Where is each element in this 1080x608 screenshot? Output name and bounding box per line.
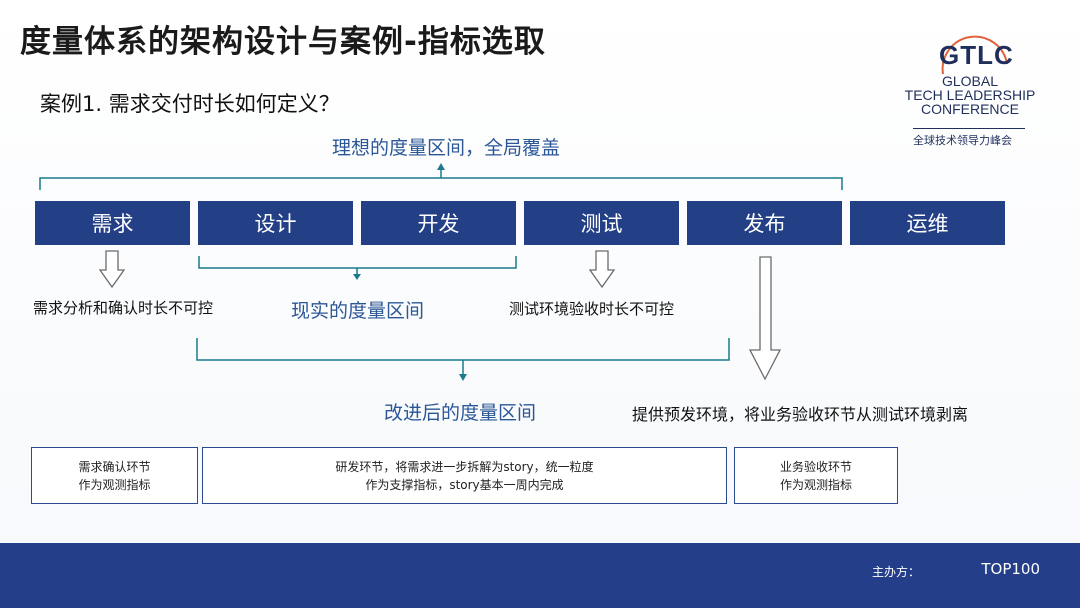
box-business-acceptance: 业务验收环节 作为观测指标 bbox=[734, 447, 898, 504]
logo-line-conference: CONFERENCE bbox=[920, 101, 1019, 117]
box-rnd: 研发环节，将需求进一步拆解为story，统一粒度 作为支撑指标，story基本一… bbox=[202, 447, 727, 504]
req-down-arrow-icon bbox=[98, 250, 126, 289]
box-rnd-line1: 研发环节，将需求进一步拆解为story，统一粒度 bbox=[335, 459, 594, 474]
host-label: 主办方： bbox=[871, 565, 920, 579]
stage-testing: 测试 bbox=[524, 201, 679, 245]
note-release: 提供预发环境，将业务验收环节从测试环境剥离 bbox=[632, 405, 969, 424]
footer-bar: 主办方： TOP100 bbox=[0, 543, 1080, 608]
logo-gtlc-text: GTLC bbox=[939, 40, 1014, 70]
real-bracket bbox=[198, 256, 517, 276]
host-name: TOP100 bbox=[981, 560, 1040, 578]
box-rnd-line2: 作为支撑指标，story基本一周内完成 bbox=[365, 477, 564, 492]
gtlc-logo: GTLC GLOBAL TECH LEADERSHIP CONFERENCE 全… bbox=[895, 34, 1045, 154]
release-down-arrow-icon bbox=[748, 256, 782, 381]
box-requirement-line1: 需求确认环节 bbox=[78, 459, 151, 474]
box-requirement-line2: 作为观测指标 bbox=[78, 477, 151, 492]
box-business-line2: 作为观测指标 bbox=[779, 477, 852, 492]
stage-requirement: 需求 bbox=[35, 201, 190, 245]
stage-development: 开发 bbox=[361, 201, 516, 245]
box-business-line1: 业务验收环节 bbox=[779, 459, 852, 474]
real-arrow-head bbox=[353, 274, 361, 280]
real-range-label: 现实的度量区间 bbox=[291, 300, 425, 322]
logo-chinese-text: 全球技术领导力峰会 bbox=[913, 134, 1012, 147]
improved-range-label: 改进后的度量区间 bbox=[384, 402, 537, 424]
note-requirement: 需求分析和确认时长不可控 bbox=[33, 299, 214, 317]
ideal-bracket bbox=[39, 168, 843, 190]
logo-line-global: GLOBAL bbox=[941, 73, 999, 89]
ideal-arrow-head bbox=[437, 163, 445, 170]
logo-arc-icon bbox=[941, 35, 1008, 75]
logo-divider bbox=[913, 128, 1025, 129]
box-requirement-confirm: 需求确认环节 作为观测指标 bbox=[31, 447, 198, 504]
test-down-arrow-icon bbox=[588, 250, 616, 289]
page-title: 度量体系的架构设计与案例-指标选取 bbox=[20, 24, 546, 60]
improved-bracket bbox=[196, 338, 730, 376]
stage-design: 设计 bbox=[198, 201, 353, 245]
ideal-range-label: 理想的度量区间，全局覆盖 bbox=[332, 137, 561, 159]
note-testing: 测试环境验收时长不可控 bbox=[509, 300, 675, 318]
logo-line-tech: TECH LEADERSHIP bbox=[904, 87, 1036, 103]
case-subtitle: 案例1. 需求交付时长如何定义？ bbox=[40, 92, 340, 116]
stage-release: 发布 bbox=[687, 201, 842, 245]
stage-operations: 运维 bbox=[850, 201, 1005, 245]
improved-arrow-head bbox=[459, 374, 467, 381]
